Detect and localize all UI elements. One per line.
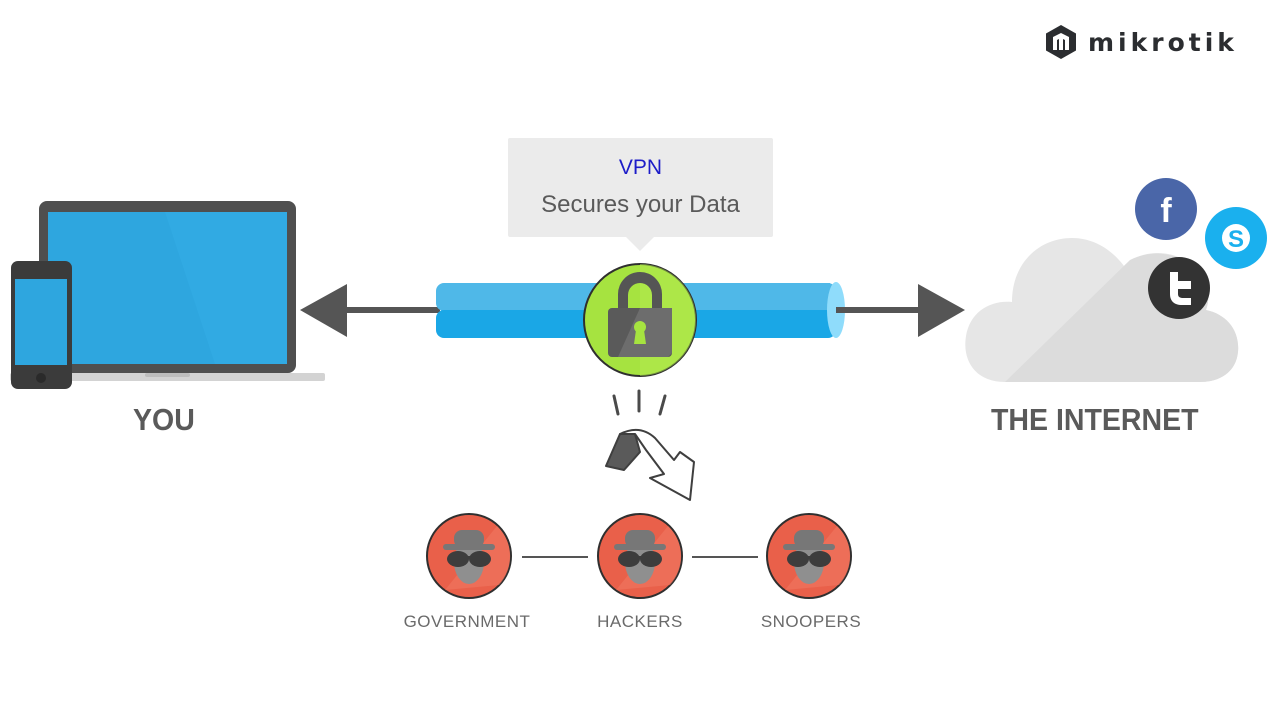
deflect-icon <box>612 389 667 416</box>
callout-title: VPN <box>618 156 663 179</box>
mikrotik-hexagon-icon <box>1046 25 1076 59</box>
lock-icon <box>583 263 697 377</box>
arrow-to-internet <box>836 284 965 337</box>
actor-label-government: GOVERNMENT <box>403 612 531 631</box>
laptop-icon <box>10 201 325 381</box>
internet-label: THE INTERNET <box>991 402 1199 437</box>
twitter-icon <box>1148 257 1210 319</box>
callout-subtitle: Secures your Data <box>541 191 740 218</box>
mikrotik-logo: mikrotik <box>1044 24 1238 60</box>
spy-icon-hackers <box>597 513 683 599</box>
actor-label-snoopers: SNOOPERS <box>760 612 862 631</box>
spy-icon-snoopers <box>766 513 852 599</box>
smartphone-icon <box>11 261 72 389</box>
spy-icon-government <box>426 513 512 599</box>
deflect-arrow-icon <box>605 428 695 501</box>
brand-name: mikrotik <box>1088 27 1238 57</box>
facebook-icon: f <box>1135 178 1197 240</box>
vpn-callout <box>508 138 773 237</box>
svg-text:S: S <box>1228 226 1244 253</box>
arrow-to-you <box>300 284 440 337</box>
skype-icon: S <box>1205 207 1267 269</box>
callout-pointer <box>626 237 654 251</box>
you-label: YOU <box>133 402 195 437</box>
actor-label-hackers: HACKERS <box>597 612 683 631</box>
svg-text:f: f <box>1160 192 1172 230</box>
